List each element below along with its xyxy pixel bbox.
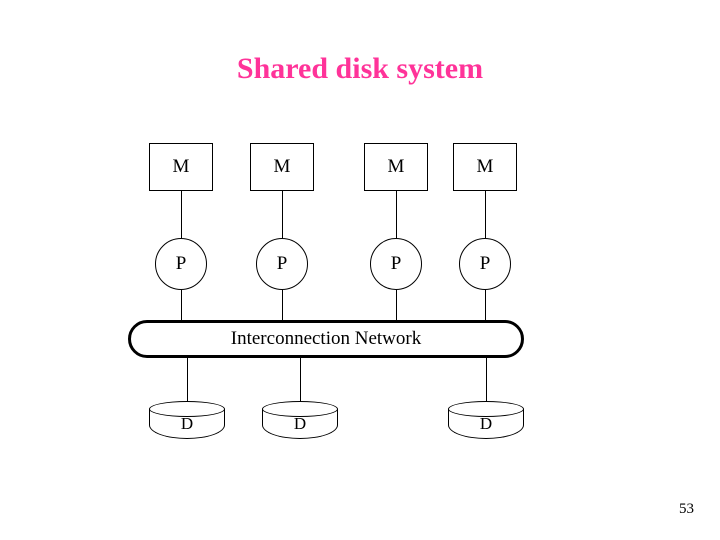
disk-1: D xyxy=(149,401,225,447)
interconnection-network-label: Interconnection Network xyxy=(230,328,422,349)
memory-label-3: M xyxy=(387,156,405,177)
memory-box-1: M xyxy=(149,143,213,191)
link-memory-2-processor-2 xyxy=(282,191,283,238)
memory-box-3: M xyxy=(364,143,428,191)
link-network-disk-2 xyxy=(300,358,301,409)
memory-box-2: M xyxy=(250,143,314,191)
disk-label-3: D xyxy=(479,414,493,433)
disk-1-top xyxy=(149,401,225,417)
disk-2: D xyxy=(262,401,338,447)
processor-label-1: P xyxy=(175,253,187,274)
page-title: Shared disk system xyxy=(236,52,484,85)
link-processor-2-network xyxy=(282,290,283,322)
processor-label-3: P xyxy=(390,253,402,274)
processor-circle-1: P xyxy=(155,238,207,290)
disk-2-top xyxy=(262,401,338,417)
processor-label-2: P xyxy=(276,253,288,274)
disk-3-top xyxy=(448,401,524,417)
processor-label-4: P xyxy=(479,253,491,274)
link-memory-1-processor-1 xyxy=(181,191,182,238)
link-processor-3-network xyxy=(396,290,397,322)
link-processor-4-network xyxy=(485,290,486,322)
disk-label-2: D xyxy=(293,414,307,433)
processor-circle-3: P xyxy=(370,238,422,290)
memory-label-2: M xyxy=(273,156,291,177)
link-network-disk-3 xyxy=(486,358,487,409)
link-memory-3-processor-3 xyxy=(396,191,397,238)
disk-label-1: D xyxy=(180,414,194,433)
processor-circle-4: P xyxy=(459,238,511,290)
interconnection-network: Interconnection Network xyxy=(128,320,524,358)
link-processor-1-network xyxy=(181,290,182,322)
memory-box-4: M xyxy=(453,143,517,191)
page-number: 53 xyxy=(679,501,694,517)
link-memory-4-processor-4 xyxy=(485,191,486,238)
link-network-disk-1 xyxy=(187,358,188,409)
memory-label-4: M xyxy=(476,156,494,177)
disk-3: D xyxy=(448,401,524,447)
processor-circle-2: P xyxy=(256,238,308,290)
memory-label-1: M xyxy=(172,156,190,177)
